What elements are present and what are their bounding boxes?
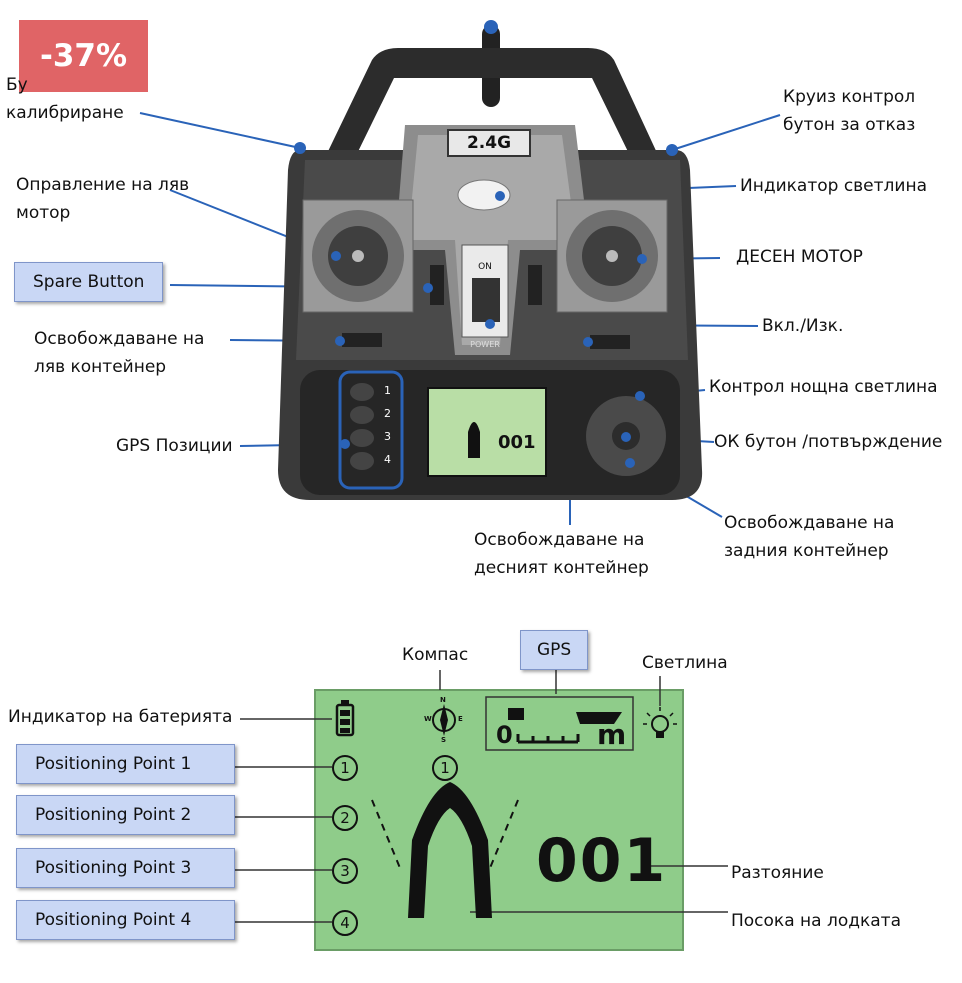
calibration-label-line2: калибриране bbox=[6, 103, 124, 123]
left-container-label-line2: ляв контейнер bbox=[34, 357, 167, 377]
scale-unit: m bbox=[597, 718, 627, 751]
compass-label: Компас bbox=[402, 645, 469, 665]
compass-w: W bbox=[424, 715, 432, 723]
positioning-point-4-label: Positioning Point 4 bbox=[16, 900, 235, 940]
positioning-point-3-label: Positioning Point 3 bbox=[16, 848, 235, 888]
compass-e: E bbox=[458, 715, 463, 723]
cruise-label-line2: бутон за отказ bbox=[783, 115, 916, 135]
calibration-label-line1: Бу bbox=[6, 75, 28, 95]
spare-button-label: Spare Button bbox=[14, 262, 164, 302]
light-label: Светлина bbox=[642, 653, 728, 673]
left-container-label-line1: Освобождаване на bbox=[34, 329, 205, 349]
left-motor-label-line2: мотор bbox=[16, 203, 71, 223]
point-3-marker: 3 bbox=[332, 858, 358, 884]
positioning-point-1-label: Positioning Point 1 bbox=[16, 744, 235, 784]
switch-on-label: ON bbox=[478, 262, 492, 272]
gps-label: GPS bbox=[520, 630, 589, 670]
right-container-label-line2: десният контейнер bbox=[474, 558, 649, 578]
point-2-marker: 2 bbox=[332, 805, 358, 831]
compass-point-marker: 1 bbox=[432, 755, 458, 781]
gps-button-1-label: 1 bbox=[384, 384, 391, 397]
gps-button-4-label: 4 bbox=[384, 453, 391, 466]
compass-n: N bbox=[440, 696, 446, 704]
discount-badge: -37% bbox=[19, 20, 148, 92]
point-4-marker: 4 bbox=[332, 910, 358, 936]
power-switch-label: Вкл./Изк. bbox=[762, 316, 844, 336]
positioning-point-2-label: Positioning Point 2 bbox=[16, 795, 235, 835]
distance-label: Разтояние bbox=[731, 863, 824, 883]
right-motor-label: ДЕСЕН МОТОР bbox=[736, 247, 863, 267]
switch-power-label: POWER bbox=[470, 340, 500, 349]
gps-button-2-label: 2 bbox=[384, 407, 391, 420]
right-container-label-line1: Освобождаване на bbox=[474, 530, 645, 550]
rear-container-label-line2: задния контейнер bbox=[724, 541, 889, 561]
night-light-label: Контрол нощна светлина bbox=[709, 377, 938, 397]
cruise-label-line1: Круиз контрол bbox=[783, 87, 916, 107]
compass-s: S bbox=[441, 736, 447, 744]
left-motor-label-line1: Оправление на ляв bbox=[16, 175, 190, 195]
rear-container-label-line1: Освобождаване на bbox=[724, 513, 895, 533]
boat-direction-label: Посока на лодката bbox=[731, 911, 901, 931]
scale-zero: 0 bbox=[496, 721, 513, 749]
mini-lcd-value: 001 bbox=[498, 432, 536, 453]
indicator-light-label: Индикатор светлина bbox=[740, 176, 927, 196]
gps-positions-label: GPS Позиции bbox=[116, 436, 233, 456]
distance-value: 001 bbox=[536, 826, 668, 896]
battery-label: Индикатор на батерията bbox=[8, 707, 233, 727]
band-label: 2.4G bbox=[466, 133, 512, 153]
gps-button-3-label: 3 bbox=[384, 430, 391, 443]
point-1-marker: 1 bbox=[332, 755, 358, 781]
ok-button-label: ОК бутон /потвърждение bbox=[714, 432, 943, 452]
